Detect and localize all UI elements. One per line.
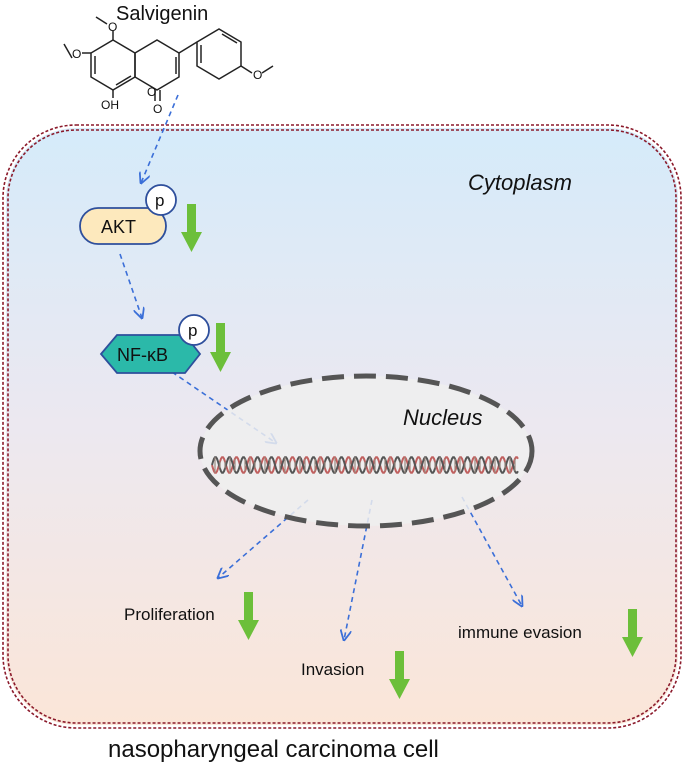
nucleus-label: Nucleus bbox=[403, 405, 482, 430]
akt-node: AKT p bbox=[79, 184, 177, 245]
cell-caption: nasopharyngeal carcinoma cell bbox=[108, 736, 439, 763]
methoxy-oxygen-7: O bbox=[108, 20, 117, 34]
arrow-compound-to-akt bbox=[141, 94, 179, 183]
nfkb-label: NF-κB bbox=[117, 345, 168, 365]
nfkb-phospho-label: p bbox=[188, 321, 197, 340]
down-arrows bbox=[181, 204, 643, 699]
proliferation-label: Proliferation bbox=[124, 605, 215, 624]
cell-membrane-inner bbox=[7, 129, 677, 724]
immune-evasion-label: immune evasion bbox=[458, 623, 582, 642]
nfkb-box bbox=[99, 334, 202, 374]
down-arrow-nfkb bbox=[210, 323, 231, 372]
cell-membrane-outer bbox=[2, 124, 682, 729]
arrow-akt-to-nfkb bbox=[119, 253, 142, 318]
down-arrow-immune-evasion bbox=[622, 609, 643, 657]
down-arrow-proliferation bbox=[238, 592, 259, 640]
methoxy-oxygen-4: O bbox=[253, 68, 262, 82]
methoxy-oxygen-6: O bbox=[72, 47, 81, 61]
down-arrow-akt bbox=[181, 204, 202, 252]
arrow-to-invasion bbox=[344, 499, 373, 640]
ring-oxygen: O bbox=[147, 85, 156, 99]
molecule-atom-labels: O O O O O OH bbox=[72, 20, 262, 116]
akt-label: AKT bbox=[101, 217, 136, 237]
hydroxyl-group: OH bbox=[101, 98, 119, 112]
down-arrow-invasion bbox=[389, 651, 410, 699]
nucleus bbox=[197, 373, 535, 529]
dna-rungs bbox=[214, 457, 516, 473]
arrow-nfkb-to-nucleus bbox=[171, 371, 276, 443]
nfkb-phospho-circle bbox=[178, 314, 210, 346]
invasion-label: Invasion bbox=[301, 660, 364, 679]
akt-box bbox=[79, 207, 167, 245]
carbonyl-oxygen: O bbox=[153, 102, 162, 116]
nfkb-node: NF-κB p bbox=[99, 314, 210, 374]
akt-phospho-circle bbox=[145, 184, 177, 216]
dna-helix bbox=[211, 456, 519, 474]
akt-phospho-label: p bbox=[155, 191, 164, 210]
compound-label: Salvigenin bbox=[116, 3, 208, 25]
arrow-to-immune-evasion bbox=[461, 496, 522, 606]
cytoplasm-label: Cytoplasm bbox=[468, 170, 572, 195]
salvigenin-structure bbox=[63, 16, 274, 101]
